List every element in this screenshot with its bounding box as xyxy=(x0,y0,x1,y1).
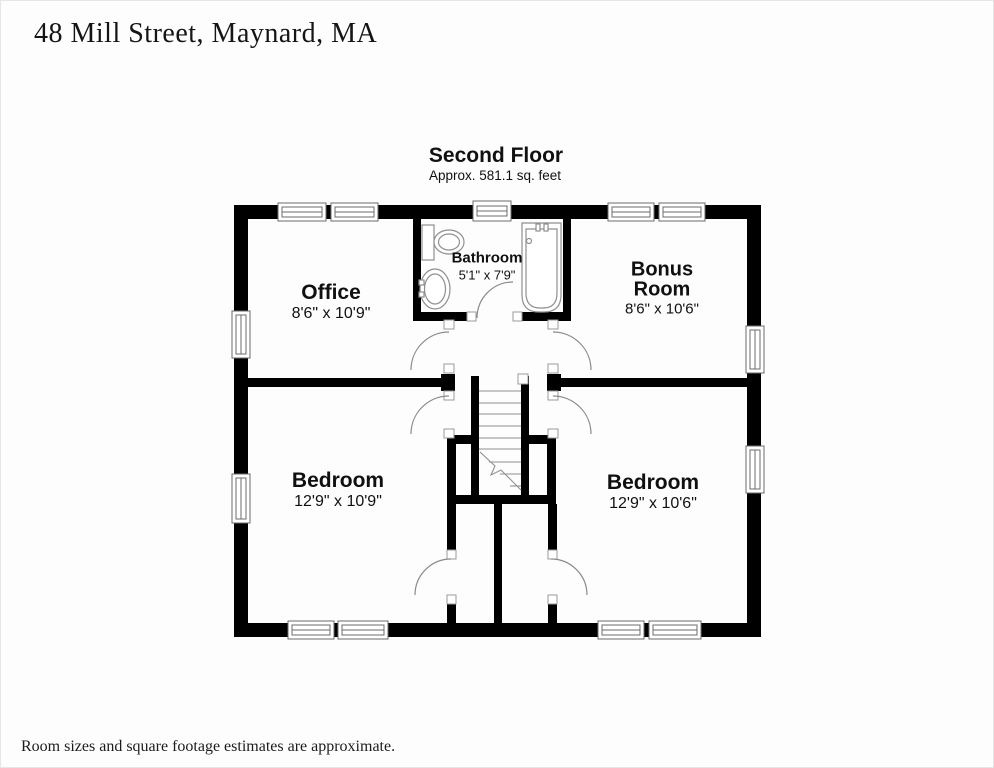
window xyxy=(745,445,765,494)
room-name: Bedroom xyxy=(291,469,385,492)
sink-icon xyxy=(418,268,451,310)
room-name: Office xyxy=(301,281,361,304)
window xyxy=(287,620,335,640)
windows xyxy=(231,200,765,640)
window xyxy=(277,202,327,222)
room-dimensions: 12'9" x 10'6" xyxy=(609,495,697,512)
window xyxy=(658,202,706,222)
floor-title: Second Floor xyxy=(428,144,564,167)
room-name: Bonus Room xyxy=(630,258,694,301)
bathtub-icon xyxy=(521,222,562,313)
room-label-office: Office 8'6" x 10'9" xyxy=(292,282,371,322)
bedroom-right-door-arc xyxy=(552,395,592,435)
room-dimensions: 8'6" x 10'6" xyxy=(625,300,699,318)
toilet-icon xyxy=(421,224,465,261)
bathroom-fixtures xyxy=(418,222,562,313)
window xyxy=(231,473,251,524)
stair-newel xyxy=(517,373,529,385)
room-name: Bedroom xyxy=(606,471,700,494)
window xyxy=(337,620,389,640)
room-label-bathroom: Bathroom 5'1" x 7'9" xyxy=(452,251,523,282)
office-door-arc xyxy=(410,331,450,371)
door-arcs xyxy=(410,281,592,596)
closet-right-door-arc xyxy=(550,558,588,596)
window xyxy=(745,325,765,374)
room-name: Bathroom xyxy=(451,249,523,267)
room-dimensions: 12'9" x 10'9" xyxy=(294,493,382,510)
window xyxy=(330,202,379,222)
bonus-room-door-arc xyxy=(552,331,592,371)
room-label-bonus-room: Bonus Room 8'6" x 10'6" xyxy=(612,260,712,317)
window xyxy=(597,620,645,640)
footer-disclaimer: Room sizes and square footage estimates … xyxy=(21,738,396,755)
room-dimensions: 5'1" x 7'9" xyxy=(458,267,516,283)
staircase xyxy=(479,373,529,491)
floor-subtitle: Approx. 581.1 sq. feet xyxy=(428,168,562,183)
room-label-bedroom-left: Bedroom 12'9" x 10'9" xyxy=(292,470,384,510)
room-dimensions: 8'6" x 10'9" xyxy=(291,305,371,322)
closet-left-door-arc xyxy=(414,558,452,596)
window xyxy=(607,202,655,222)
page-title: 48 Mill Street, Maynard, MA xyxy=(34,18,378,49)
interior-walls xyxy=(234,219,761,624)
bathroom-door-arc xyxy=(476,281,514,319)
bedroom-left-door-arc xyxy=(410,395,450,435)
room-label-bedroom-right: Bedroom 12'9" x 10'6" xyxy=(607,472,699,512)
window xyxy=(472,200,512,222)
window xyxy=(648,620,702,640)
stair-break-line xyxy=(479,451,522,491)
window xyxy=(231,310,251,359)
